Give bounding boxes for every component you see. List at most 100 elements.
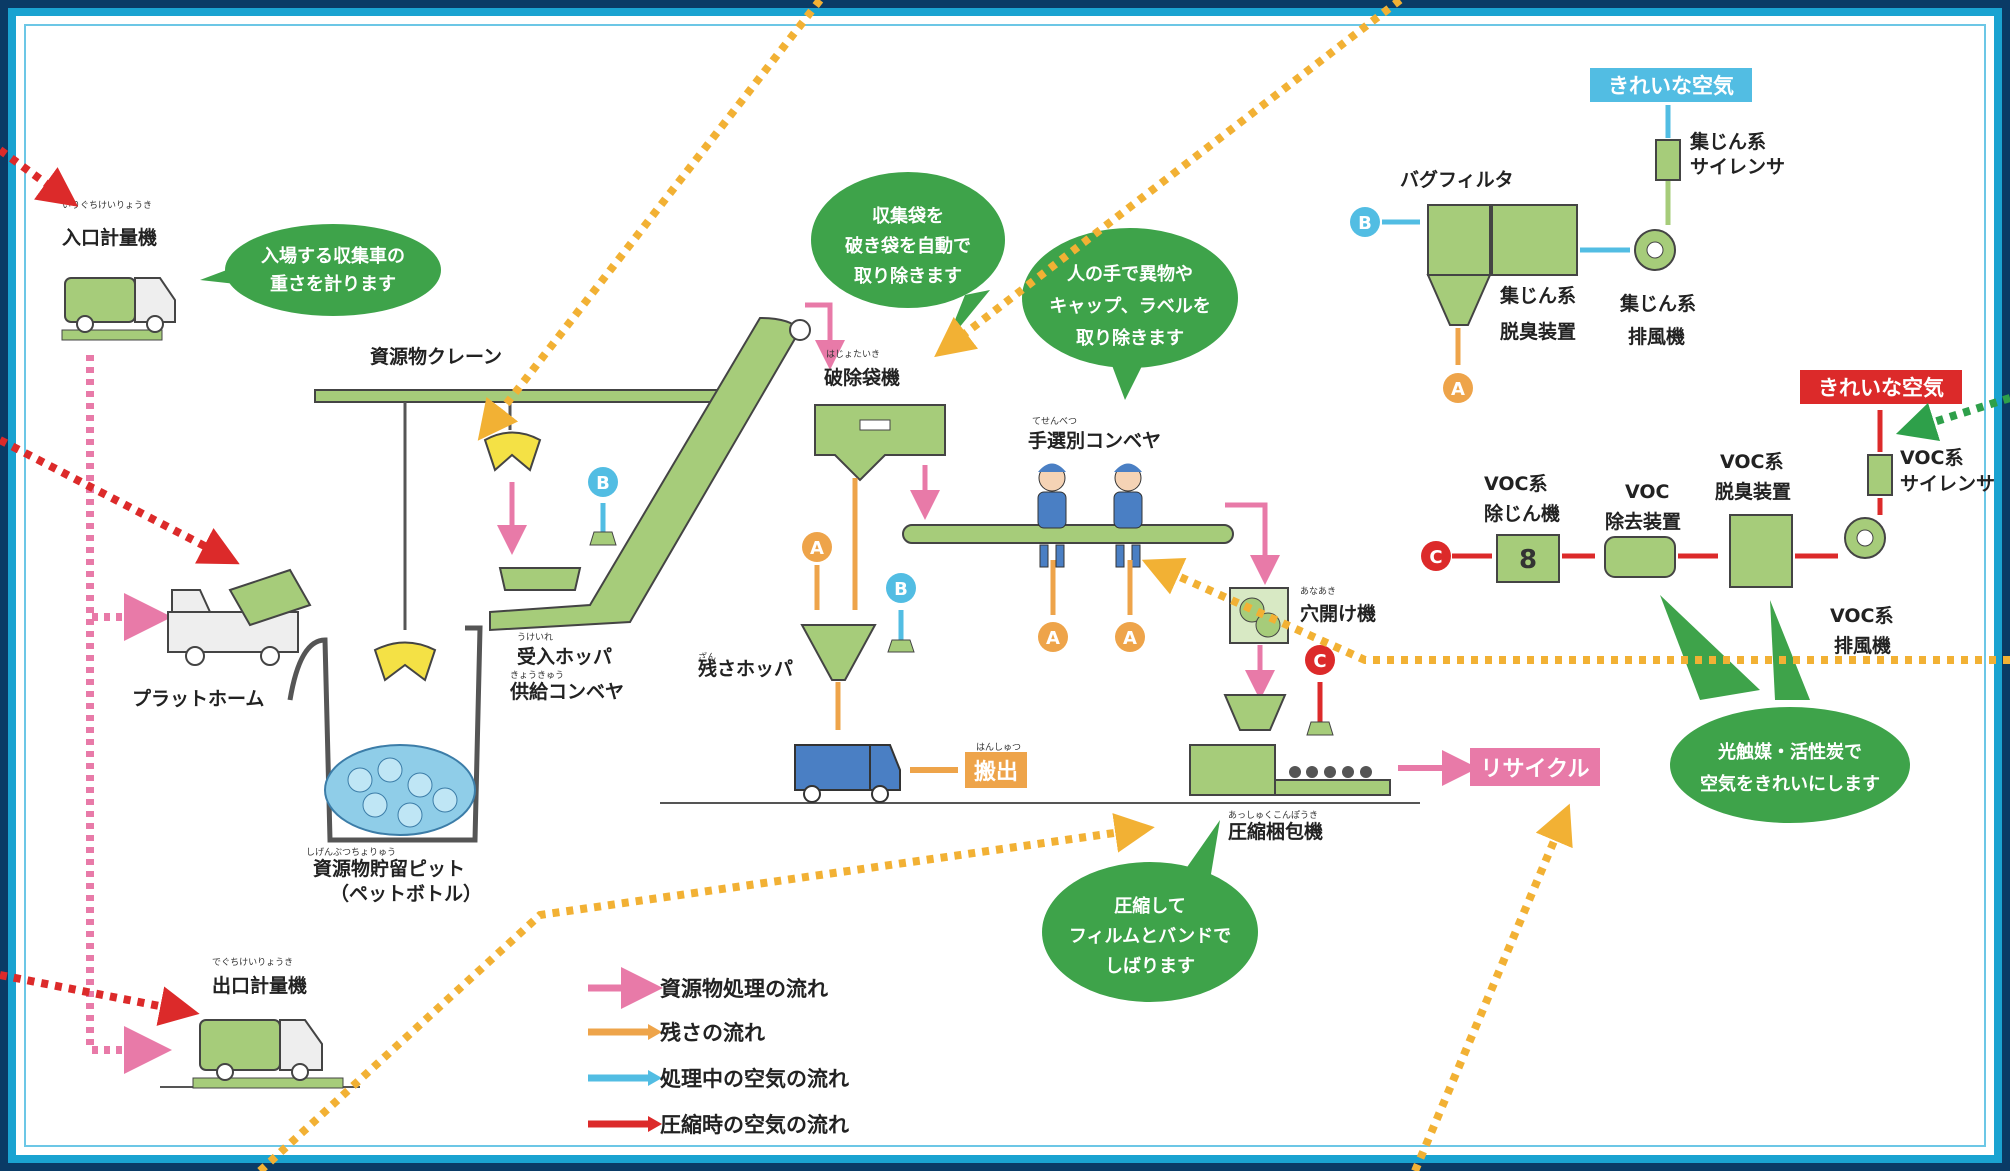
bag-bubble-line1: 収集袋を	[872, 205, 944, 227]
supply-conveyor	[489, 316, 802, 632]
entrance-scale-label: 入口計量機	[62, 226, 157, 249]
svg-text:B: B	[894, 579, 908, 600]
worker-icon-2	[1113, 463, 1143, 568]
dust-silencer-label2: サイレンサ	[1690, 156, 1785, 178]
marker-b-residue	[886, 573, 916, 603]
svg-text:A: A	[1046, 628, 1060, 649]
pit-label-line1: 資源物貯留ピット	[313, 857, 465, 880]
compressor-label: 圧縮梱包機	[1228, 820, 1323, 843]
pointer-platform	[0, 436, 240, 565]
marker-b-bagfilter	[1350, 207, 1380, 237]
voc-deodor-label1: VOC系	[1720, 451, 1783, 473]
residue-hood	[887, 639, 915, 653]
dust-deodorizer-label2: 脱臭装置	[1500, 320, 1576, 343]
scale-bubble-line1: 入場する収集車の	[261, 245, 405, 267]
bag-breaker-label: 破除袋機	[824, 366, 900, 389]
svg-text:C: C	[1313, 651, 1326, 672]
hopper-label-line2: 供給コンベヤ	[509, 680, 624, 703]
voc-silencer-label2: サイレンサ	[1900, 473, 1995, 495]
carry-out-badge	[965, 752, 1027, 788]
svg-text:B: B	[596, 473, 610, 494]
bag-breaker-ruby: はじょたいき	[826, 349, 880, 360]
crane-grab-icon-low	[373, 641, 437, 682]
marker-b-hopper	[588, 467, 618, 497]
perforator-ruby: あなあき	[1300, 586, 1336, 597]
legend-item-material: 資源物処理の流れ	[588, 967, 828, 1009]
compress-bubble-line1: 圧縮して	[1114, 895, 1185, 917]
compressor-machine	[1189, 694, 1391, 796]
residue-hopper-label: 残さホッパ	[698, 657, 793, 680]
legend-item-residue: 残さの流れ	[588, 1021, 765, 1045]
voc-silencer-label1: VOC系	[1900, 447, 1963, 469]
bag-bubble-line3: 取り除きます	[854, 265, 962, 287]
sorting-to-perforator-flow	[1225, 502, 1280, 585]
marker-c-compressor	[1305, 645, 1335, 675]
residue-hopper	[800, 624, 877, 681]
pointer-compressor	[257, 813, 1155, 1171]
compressor-ruby: あっしゅくこんぽうき	[1228, 810, 1318, 821]
recycle-label: リサイクル	[1481, 757, 1590, 782]
receiving-hopper	[498, 567, 582, 591]
recycle-badge	[1470, 748, 1600, 786]
entrance-truck-icon	[61, 277, 176, 341]
voc-remover-label1: VOC	[1625, 481, 1669, 503]
carry-out-ruby: はんしゅつ	[976, 742, 1021, 753]
voc-silencer-unit	[1867, 454, 1893, 496]
compress-bubble-line3: しばります	[1105, 956, 1195, 977]
pet-bottles-pile	[324, 744, 476, 836]
scale-bubble: 入場する収集車の 重さを計ります	[200, 224, 441, 316]
diagram-inner-border	[24, 24, 1986, 1147]
pit-label-line2: （ペットボトル）	[330, 882, 482, 905]
voc-dust-label2: 除じん機	[1484, 502, 1560, 525]
carry-out-truck-icon	[794, 744, 901, 803]
voc-deodor-unit	[1729, 514, 1793, 588]
hand-sorting-label: 手選別コンベヤ	[1028, 429, 1161, 452]
crane-label: 資源物クレーン	[370, 345, 502, 368]
bag-filter-unit	[1427, 204, 1491, 276]
compress-bubble: 圧縮して フィルムとバンドで しばります	[1042, 820, 1258, 1002]
hopper-ruby2: きょうきゅう	[510, 670, 564, 681]
voc-fan-label2: 排風機	[1834, 634, 1891, 657]
pit-walls	[287, 625, 483, 843]
bag-bubble: 収集袋を 破き袋を自動で 取り除きます	[811, 172, 1005, 345]
voc-fan-icon	[1844, 517, 1886, 559]
exit-truck-icon	[192, 1019, 344, 1089]
bag-bubble-line2: 破き袋を自動で	[845, 235, 971, 257]
marker-a-bagfilter	[1443, 373, 1473, 403]
residue-ruby: ざん	[698, 651, 716, 663]
clean-air-blue-badge	[1590, 68, 1752, 102]
carry-out-label: 搬出	[974, 759, 1018, 785]
dust-silencer-unit	[1655, 139, 1681, 181]
legend-item-process-air: 処理中の空気の流れ	[588, 1067, 849, 1091]
exit-scale-label: 出口計量機	[212, 974, 307, 997]
legend-item-compress-air: 圧縮時の空気の流れ	[588, 1113, 849, 1137]
svg-text:B: B	[1358, 213, 1372, 234]
svg-text:A: A	[810, 538, 824, 559]
hand-bubble: 人の手で異物や キャップ、ラベルを 取り除きます	[1022, 228, 1238, 400]
legend: 資源物処理の流れ 残さの流れ 処理中の空気の流れ 圧縮時の空気の流れ	[588, 967, 849, 1137]
marker-a-worker1	[1038, 622, 1068, 652]
compress-bubble-line2: フィルムとバンドで	[1069, 926, 1231, 947]
voc-dust-label1: VOC系	[1484, 473, 1547, 495]
marker-a-worker2	[1115, 622, 1145, 652]
marker-c-voc	[1421, 541, 1451, 571]
pointer-recycle	[1411, 803, 1573, 1171]
conveyor-to-bagbreaker-flow	[805, 302, 845, 370]
bag-breaker-machine	[814, 404, 946, 482]
bag-breaker-window	[859, 419, 891, 431]
scale-bubble-line2: 重さを計ります	[270, 273, 396, 295]
pointer-sorting	[1141, 557, 2010, 664]
pit-ruby: しげんぶつちょりゅう	[306, 847, 396, 858]
svg-text:C: C	[1429, 547, 1442, 568]
voc-dust-icon: 8	[1519, 545, 1537, 575]
svg-text:A: A	[1123, 628, 1137, 649]
dust-deodorizer-unit	[1491, 204, 1578, 276]
voc-fan-label1: VOC系	[1830, 605, 1893, 627]
hand-sorting-ruby: てせんべつ	[1032, 416, 1077, 427]
conveyor-pulley	[789, 319, 811, 341]
clean-air-blue-label: きれいな空気	[1608, 74, 1734, 98]
hopper-ruby1: うけいれ	[517, 632, 553, 643]
entrance-scale-ruby: いりぐちけいりょうき	[62, 200, 152, 211]
bag-filter-cone	[1426, 274, 1492, 326]
